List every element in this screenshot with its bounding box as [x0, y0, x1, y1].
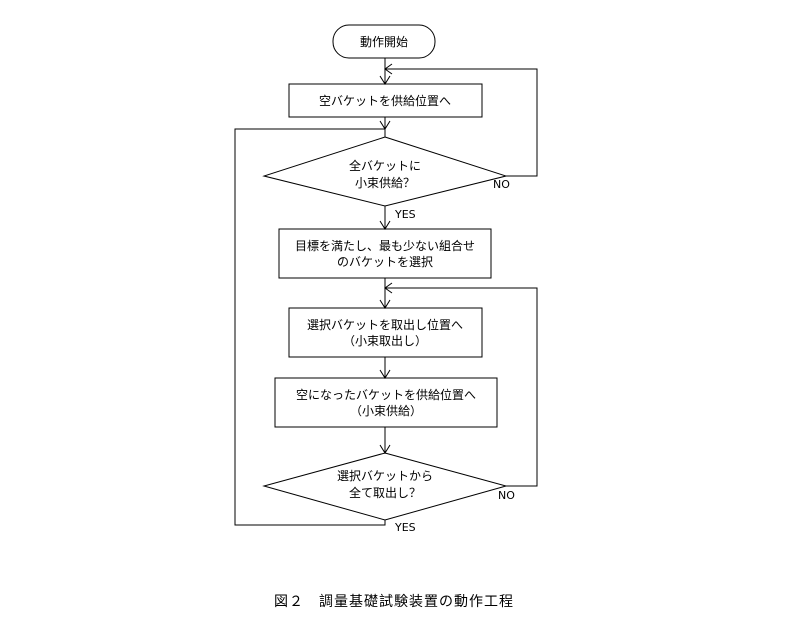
process-select-buckets: [278, 228, 492, 279]
edge-no-loop-2: [385, 287, 538, 487]
edge-no-loop-1: [385, 68, 538, 177]
process-move-emptied: [274, 377, 498, 428]
move-selected-line1: 選択バケットを取出し位置へ: [307, 317, 463, 332]
start-label: 動作開始: [360, 35, 408, 49]
arrowhead: [379, 444, 391, 454]
arrowhead: [379, 220, 391, 230]
check-supplied-line2: 小束供給？: [355, 176, 415, 190]
arrowhead: [379, 369, 391, 379]
move-emptied-line2: （小束供給）: [350, 404, 422, 418]
select-line1: 目標を満たし、最も少ない組合せ: [295, 238, 475, 253]
label-yes-2: YES: [394, 521, 416, 534]
move-selected-line2: （小束取出し）: [343, 334, 427, 348]
check-supplied-line1: 全バケットに: [349, 158, 421, 173]
check-taken-line1: 選択バケットから: [337, 469, 433, 483]
arrowhead: [379, 120, 391, 130]
label-no-1: NO: [493, 178, 510, 191]
check-taken-line2: 全て取出し？: [349, 485, 421, 500]
arrowhead: [384, 63, 393, 75]
select-line2: のバケットを選択: [337, 255, 433, 269]
label-yes-1: YES: [394, 208, 416, 221]
arrowhead: [379, 299, 391, 309]
start-terminal: [332, 24, 436, 59]
edge-yes-loop-back: [234, 128, 386, 526]
move-empty-label: 空バケットを供給位置へ: [319, 93, 451, 108]
figure-caption: 図２ 調量基礎試験装置の動作工程: [274, 594, 514, 610]
arrowhead: [384, 282, 393, 294]
label-no-2: NO: [498, 489, 515, 502]
move-emptied-line1: 空になったバケットを供給位置へ: [296, 387, 476, 402]
flowchart: 動作開始 空バケットを供給位置へ 全バケットに 小束供給？ 目標を満たし、最も少…: [234, 24, 538, 534]
arrowhead: [379, 75, 391, 85]
process-move-selected: [288, 307, 483, 358]
